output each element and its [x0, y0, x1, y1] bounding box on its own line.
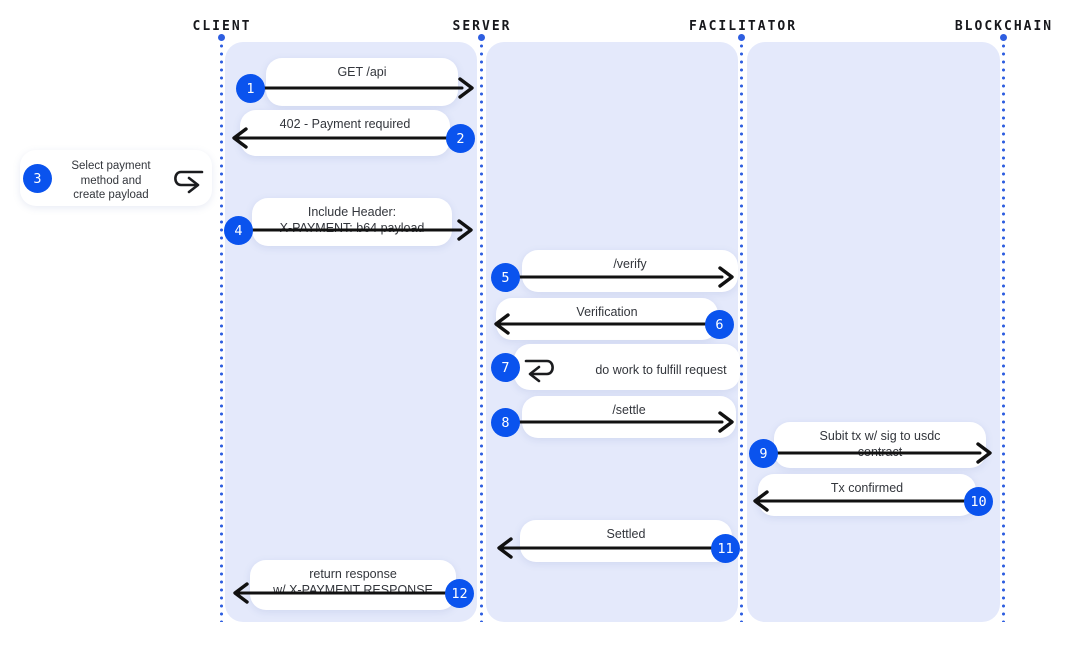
message-bubble: Select payment method and create payload [20, 150, 212, 206]
message-bubble: Tx confirmed [758, 474, 976, 516]
arrow-right-icon [503, 266, 734, 288]
arrow-left-icon [494, 313, 721, 335]
message-label: /verify [613, 257, 647, 271]
message-bubble: Settled [520, 520, 732, 562]
lifeline-client [218, 34, 225, 622]
actor-blockchain: BLOCKCHAIN [954, 19, 1054, 34]
step-badge: 10 [964, 487, 993, 516]
step-badge: 9 [749, 439, 778, 468]
message-label: Verification [576, 305, 638, 319]
step-badge: 11 [711, 534, 740, 563]
actor-client: CLIENT [192, 19, 252, 34]
arrow-right-icon [503, 411, 734, 433]
message-label: return response [309, 567, 397, 581]
message-bubble: GET /api [266, 58, 458, 106]
step-badge: 2 [446, 124, 475, 153]
message-label: Select payment [71, 159, 151, 172]
arrow-right-icon [236, 219, 473, 241]
arrow-left-icon [232, 127, 462, 149]
arrow-left-icon [497, 537, 725, 559]
message-label: GET /api [337, 65, 387, 79]
step-badge: 1 [236, 74, 265, 103]
message-bubble: 402 - Payment required [240, 110, 450, 156]
message-label: method and [80, 174, 142, 187]
step-badge: 5 [491, 263, 520, 292]
step-badge: 8 [491, 408, 520, 437]
step-badge: 6 [705, 310, 734, 339]
arrow-right-icon [248, 77, 474, 99]
message-bubble: Subit tx w/ sig to usdc contract [774, 422, 986, 468]
arrow-right-icon [761, 442, 992, 464]
message-label: Include Header: [307, 205, 397, 219]
arrow-left-icon [233, 582, 459, 604]
message-bubble: Verification [496, 298, 718, 340]
step-badge: 4 [224, 216, 253, 245]
lifeline-server [478, 34, 485, 622]
actor-server: SERVER [452, 19, 512, 34]
message-bubble: /verify [522, 250, 738, 292]
message-label: 402 - Payment required [279, 117, 411, 131]
message-label: create payload [73, 189, 149, 202]
message-label: Settled [606, 527, 646, 541]
actor-facilitator: FACILITATOR [688, 19, 798, 34]
step-badge: 12 [445, 579, 474, 608]
arrow-left-icon [753, 490, 978, 512]
message-label: Subit tx w/ sig to usdc [819, 429, 941, 443]
step-badge: 7 [491, 353, 520, 382]
lifeline-facilitator [738, 34, 745, 622]
lane-facilitator-blockchain [747, 42, 1000, 622]
message-bubble: /settle [522, 396, 736, 438]
message-label: Tx confirmed [830, 481, 904, 495]
message-label: /settle [612, 403, 646, 417]
lifeline-blockchain [1000, 34, 1007, 622]
step-badge: 3 [23, 164, 52, 193]
loop-right-icon [174, 170, 204, 194]
loop-left-icon [524, 359, 554, 383]
message-label: do work to fulfill request [595, 363, 727, 377]
